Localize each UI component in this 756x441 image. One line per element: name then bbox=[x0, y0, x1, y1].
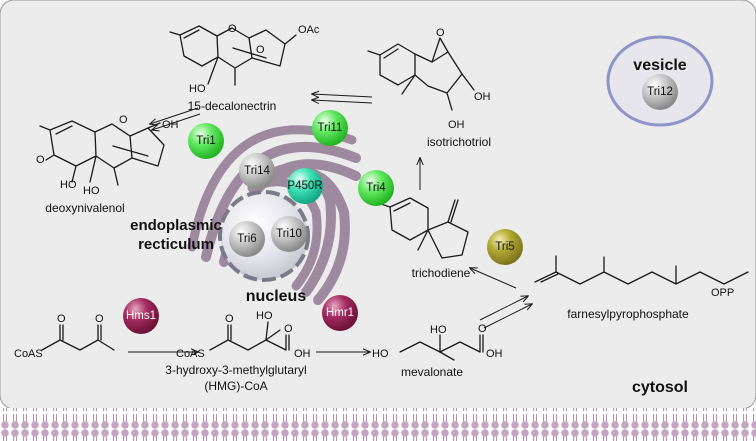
hmg-label-line1: 3-hydroxy-3-methylglutaryl bbox=[165, 363, 306, 377]
enzyme-p450r: P450R bbox=[287, 168, 323, 204]
trichodiene-structure bbox=[377, 197, 469, 259]
svg-text:Tri12: Tri12 bbox=[647, 86, 673, 98]
svg-text:Tri5: Tri5 bbox=[495, 241, 514, 253]
deoxynivalenol-oh: OH bbox=[162, 119, 179, 131]
svg-text:Tri11: Tri11 bbox=[318, 122, 343, 134]
hmg-coa-structure bbox=[209, 321, 290, 351]
decalonectrin-label: 15-decalonectrin bbox=[188, 99, 277, 113]
isotrichotriol-label: isotrichotriol bbox=[427, 135, 491, 149]
acetoacetyl-coa-structure bbox=[41, 324, 115, 351]
isotrichotriol-structure bbox=[367, 37, 475, 111]
vesicle-label: vesicle bbox=[633, 57, 686, 74]
mevalonate-oh: OH bbox=[486, 348, 503, 360]
svg-text:Tri6: Tri6 bbox=[237, 233, 256, 245]
acetoacetyl-o-2: O bbox=[95, 313, 104, 325]
cytosol-label: cytosol bbox=[632, 379, 688, 396]
acetoacetyl-coas: CoAS bbox=[14, 348, 43, 360]
decalonectrin-epoxy-o: O bbox=[256, 44, 265, 56]
deoxynivalenol-ho-1: HO bbox=[60, 179, 77, 191]
fpp-opp: OPP bbox=[711, 287, 734, 299]
enzyme-tri4: Tri4 bbox=[358, 170, 394, 206]
endoplasmic-reticulum bbox=[187, 125, 361, 305]
enzyme-hmr1: Hmr1 bbox=[322, 295, 358, 331]
svg-text:Tri1: Tri1 bbox=[196, 135, 215, 147]
decalonectrin-ho: HO bbox=[189, 83, 206, 95]
mevalonate-o: O bbox=[478, 323, 487, 335]
fpp-label: farnesylpyrophosphate bbox=[567, 307, 689, 321]
svg-text:Hms1: Hms1 bbox=[126, 310, 156, 322]
hmg-oh: OH bbox=[294, 348, 311, 360]
enzyme-tri10: Tri10 bbox=[271, 216, 307, 252]
svg-text:Hmr1: Hmr1 bbox=[326, 307, 354, 319]
enzyme-tri1: Tri1 bbox=[188, 123, 224, 159]
deoxynivalenol-ring-o: O bbox=[119, 114, 128, 126]
enzyme-tri5: Tri5 bbox=[487, 229, 523, 265]
mevalonate-structure bbox=[399, 334, 484, 361]
enzyme-tri6: Tri6 bbox=[229, 221, 265, 257]
er-label-line1: endoplasmic bbox=[130, 217, 222, 234]
deoxynivalenol-keto-o: O bbox=[36, 154, 45, 166]
mevalonate-ho-1: HO bbox=[372, 348, 389, 360]
isotrichotriol-oh-1: OH bbox=[474, 91, 491, 103]
deoxynivalenol-structure bbox=[39, 120, 165, 186]
hmg-label-line2: (HMG)-CoA bbox=[204, 379, 267, 393]
plasma-membrane bbox=[0, 408, 756, 441]
nucleus-label: nucleus bbox=[246, 288, 307, 305]
acetoacetyl-o-1: O bbox=[57, 313, 66, 325]
svg-text:Tri4: Tri4 bbox=[366, 182, 386, 194]
isotrichotriol-epoxy-o: O bbox=[436, 27, 445, 39]
svg-text:P450R: P450R bbox=[287, 180, 322, 192]
hmg-ho: HO bbox=[256, 310, 273, 322]
enzyme-tri11: Tri11 bbox=[312, 110, 348, 146]
hmg-coas: CoAS bbox=[176, 348, 205, 360]
decalonectrin-ring-o: O bbox=[228, 23, 237, 35]
mevalonate-label: mevalonate bbox=[401, 365, 463, 379]
er-label-line2: recticulum bbox=[138, 236, 214, 253]
enzyme-hms1: Hms1 bbox=[123, 298, 159, 334]
svg-text:Tri10: Tri10 bbox=[276, 228, 302, 240]
fpp-structure bbox=[534, 255, 749, 285]
deoxynivalenol-label: deoxynivalenol bbox=[45, 201, 124, 215]
isotrichotriol-oh-2: OH bbox=[448, 119, 465, 131]
mevalonate-ho-2: HO bbox=[430, 324, 447, 336]
svg-text:Tri14: Tri14 bbox=[244, 165, 270, 177]
trichodiene-label: trichodiene bbox=[412, 266, 471, 280]
hmg-o-2: O bbox=[284, 323, 293, 335]
deoxynivalenol-ho-2: HO bbox=[83, 185, 100, 197]
hmg-o: O bbox=[225, 313, 234, 325]
reaction-arrows bbox=[128, 94, 532, 352]
enzyme-tri12: Tri12 bbox=[642, 74, 678, 110]
decalonectrin-structure bbox=[169, 25, 297, 86]
enzyme-tri14: Tri14 bbox=[239, 153, 275, 189]
decalonectrin-oac: OAc bbox=[298, 24, 320, 36]
